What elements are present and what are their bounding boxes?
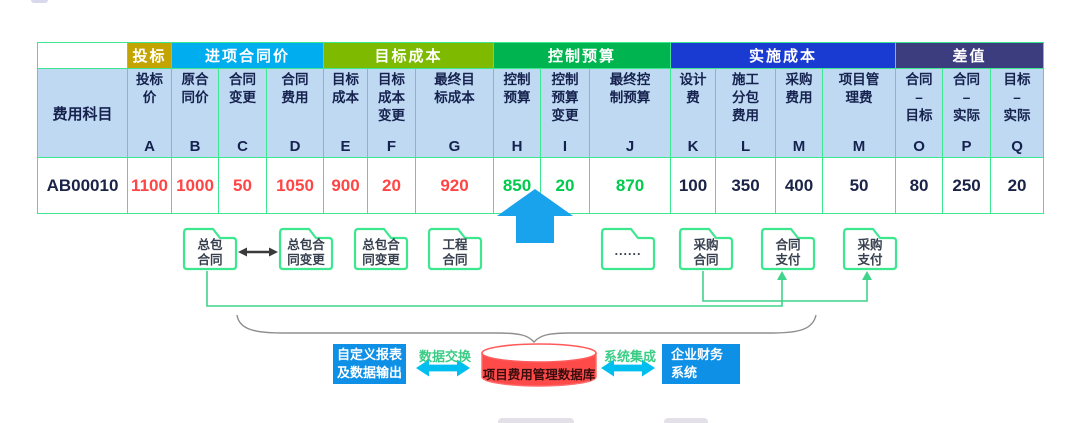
row-id: AB00010 — [37, 157, 128, 214]
group-header-empty — [37, 42, 128, 69]
group-header-contract-price: 进项合同价 — [171, 42, 324, 69]
data-row: AB00010 1100 1000 50 1050 900 20 920 850… — [37, 157, 1045, 214]
data-exchange-label: 数据交换 — [418, 349, 471, 364]
cell-k: 100 — [670, 157, 717, 214]
cell-b: 1000 — [171, 157, 219, 214]
folder-label: 总包合 同变更 — [362, 238, 400, 268]
folder-label: 合同 支付 — [775, 238, 801, 268]
folder-procurement-contract: 采购 合同 — [678, 225, 734, 271]
cell-m1: 400 — [775, 157, 824, 214]
folder-engineering-contract: 工程 合同 — [427, 225, 483, 271]
enterprise-finance-box: 企业财务 系统 — [662, 344, 740, 384]
folder-icon — [760, 227, 816, 271]
group-header-row: 投标 进项合同价 目标成本 控制预算 实施成本 差值 — [37, 42, 1045, 69]
folder-ellipsis: ...... — [600, 225, 656, 271]
cell-c: 50 — [218, 157, 267, 214]
folder-label: 采购 支付 — [857, 238, 883, 268]
cell-m2: 50 — [822, 157, 897, 214]
folder-icon — [678, 227, 734, 271]
folder-label: 采购 合同 — [693, 238, 719, 268]
group-header-implementation-cost: 实施成本 — [670, 42, 897, 69]
group-header-difference: 差值 — [895, 42, 1045, 69]
cutoff-artifact-top — [31, 0, 48, 3]
cell-f: 20 — [367, 157, 416, 214]
folder-label: ...... — [614, 244, 642, 258]
folder-icon — [278, 227, 334, 271]
database-label: 项目费用管理数据库 — [482, 368, 596, 382]
cell-p: 250 — [942, 157, 992, 214]
database-icon — [481, 343, 597, 387]
group-header-control-budget: 控制预算 — [493, 42, 672, 69]
col-header-subject: 费用科目 — [37, 68, 128, 158]
folder-label: 总包 合同 — [197, 238, 223, 268]
cell-o: 80 — [895, 157, 944, 214]
highlight-up-arrow-icon — [497, 189, 573, 243]
cell-l: 350 — [715, 157, 777, 214]
database-cylinder: 项目费用管理数据库 — [479, 342, 599, 390]
folder-icon — [600, 227, 656, 271]
cell-e: 900 — [323, 157, 368, 214]
cell-a: 1100 — [127, 157, 172, 214]
folder-general-contract-change-2: 总包合 同变更 — [353, 225, 409, 271]
folder-general-contract: 总包 合同 — [182, 225, 238, 271]
folder-contract-payment: 合同 支付 — [760, 225, 816, 271]
system-integration-label: 系统集成 — [603, 349, 656, 364]
brace — [236, 314, 817, 344]
folder-icon — [842, 227, 898, 271]
folder-icon — [182, 227, 238, 271]
cell-q: 20 — [990, 157, 1045, 214]
link-procurement-to-payment — [702, 271, 868, 302]
folder-icon — [353, 227, 409, 271]
folder-icon — [427, 227, 483, 271]
cell-g: 920 — [414, 157, 495, 214]
group-header-target-cost: 目标成本 — [322, 42, 495, 69]
folder-procurement-payment: 采购 支付 — [842, 225, 898, 271]
folder-general-contract-change-1: 总包合 同变更 — [278, 225, 334, 271]
link-contract-to-payment — [206, 271, 783, 307]
cutoff-artifact-bottom-2 — [664, 418, 708, 423]
folder-label: 工程 合同 — [442, 238, 468, 268]
cell-h: 850 — [493, 157, 542, 214]
cell-i: 20 — [540, 157, 591, 214]
folder-label: 总包合 同变更 — [287, 238, 325, 268]
group-header-bid: 投标 — [127, 42, 172, 69]
cell-j: 870 — [589, 157, 672, 214]
cell-d: 1050 — [266, 157, 324, 214]
custom-report-box: 自定义报表 及数据输出 — [333, 344, 406, 384]
cutoff-artifact-bottom-1 — [498, 418, 574, 423]
